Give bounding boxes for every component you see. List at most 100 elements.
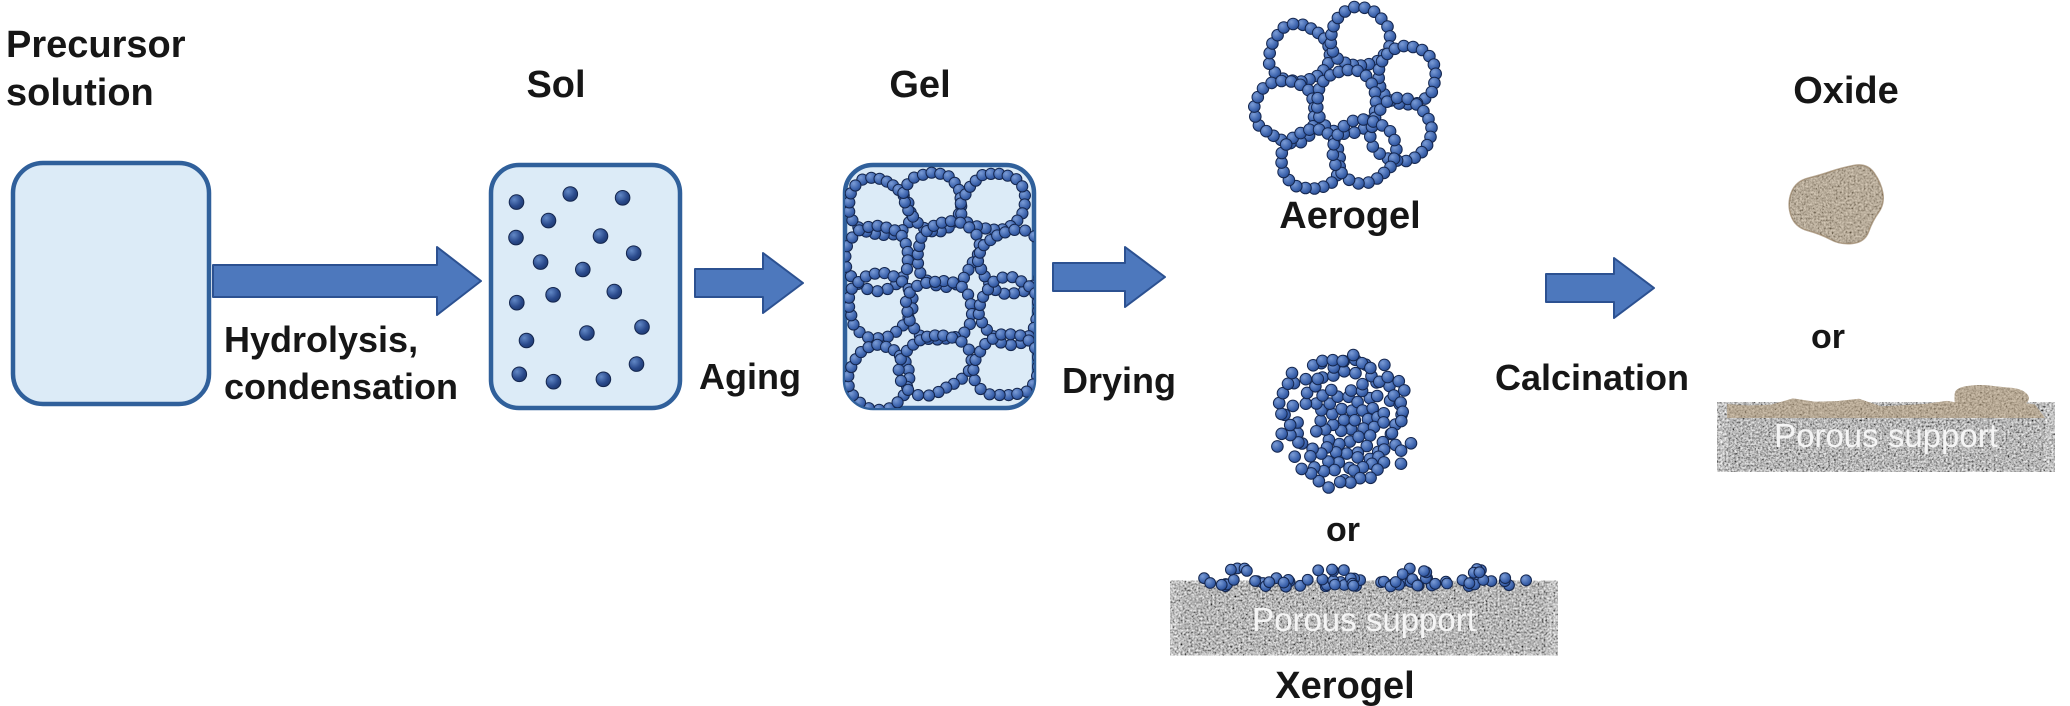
bead [1323, 397, 1337, 411]
aerogel-network [1248, 0, 1442, 195]
bead [1008, 223, 1021, 236]
bead [963, 221, 976, 234]
bead [963, 318, 977, 331]
bead [845, 240, 854, 253]
bead [592, 228, 609, 244]
bead [1031, 369, 1034, 383]
bead [509, 294, 525, 311]
bead [1336, 354, 1349, 368]
sol-vessel [488, 162, 683, 411]
bead [1285, 366, 1299, 380]
or-label-right: or [1811, 318, 1845, 356]
bead [894, 374, 908, 387]
aging-label: Aging [699, 356, 801, 397]
bead [1389, 576, 1402, 588]
bead [1329, 578, 1341, 591]
bead [508, 194, 525, 210]
bead [1346, 114, 1360, 128]
bead [595, 371, 612, 388]
bead [1394, 444, 1408, 458]
bead [1326, 563, 1338, 576]
bead [1377, 416, 1390, 429]
oxide-layer-texture [1727, 384, 2045, 418]
bead [912, 389, 925, 402]
bead [1275, 427, 1288, 441]
bead [1352, 430, 1365, 444]
bead [1349, 366, 1362, 380]
bead [1404, 437, 1418, 450]
bead [1328, 463, 1341, 477]
bead [518, 332, 535, 349]
oxide-particle-outline [1788, 164, 1885, 245]
arrow-calcination [1545, 257, 1655, 319]
bead [1288, 450, 1301, 464]
bead [562, 186, 579, 202]
bead [628, 356, 645, 372]
aerogel-label: Aerogel [1279, 195, 1420, 237]
bead [1281, 377, 1295, 391]
bead [900, 263, 914, 276]
bead [894, 353, 907, 366]
bead [1363, 429, 1377, 442]
hydrolysis-label-line1: Hydrolysis, [224, 319, 418, 360]
bead [1032, 360, 1034, 373]
drying-label: Drying [1062, 360, 1176, 401]
bead [968, 374, 981, 387]
bead [1348, 414, 1362, 427]
bead [967, 363, 980, 376]
bead [892, 363, 905, 376]
bead [993, 388, 1006, 402]
bead [895, 275, 909, 288]
bead [540, 212, 557, 229]
bead [1312, 564, 1325, 577]
porous-support-left [1181, 583, 1547, 653]
bead [545, 287, 561, 303]
bead [1275, 407, 1288, 421]
precursor-vessel [10, 160, 212, 407]
bead [1299, 372, 1313, 386]
bead [1378, 358, 1391, 372]
arrow-aging [694, 252, 804, 314]
bead [1035, 240, 1046, 251]
supported-xerogel-particles [1198, 562, 1532, 593]
bead [1314, 414, 1327, 428]
bead [983, 388, 996, 401]
bead [1373, 103, 1387, 116]
calcination-label: Calcination [1495, 357, 1689, 398]
support-texture-left [1181, 583, 1547, 653]
bead [1241, 565, 1253, 577]
bead [1304, 450, 1317, 463]
bead [1283, 418, 1297, 432]
bead [871, 285, 884, 298]
bead [1263, 576, 1276, 589]
bead [1364, 361, 1377, 375]
porous-support-right-label: Porous support [1774, 417, 1998, 454]
bead [532, 254, 549, 270]
bead [1394, 457, 1408, 471]
bead [1215, 578, 1228, 591]
bead [1429, 577, 1442, 590]
bead [575, 261, 591, 278]
bead [1325, 383, 1338, 397]
bead [1028, 230, 1034, 243]
bead [1520, 574, 1532, 587]
bead [1344, 384, 1358, 397]
bead [962, 343, 976, 356]
bead [1356, 377, 1369, 391]
bead [1037, 251, 1048, 262]
bead [1260, 124, 1273, 138]
bead [1335, 402, 1348, 416]
bead [1311, 372, 1325, 386]
bead [1262, 57, 1276, 71]
bead [1019, 224, 1032, 237]
bead [508, 229, 524, 246]
bead [1381, 370, 1394, 384]
bead [1286, 17, 1300, 31]
bead [1388, 133, 1401, 147]
bead [1311, 91, 1324, 105]
bead [1300, 386, 1314, 400]
bead [1271, 440, 1284, 453]
bead [929, 275, 942, 288]
oxide-particle-texture [1789, 164, 1884, 244]
